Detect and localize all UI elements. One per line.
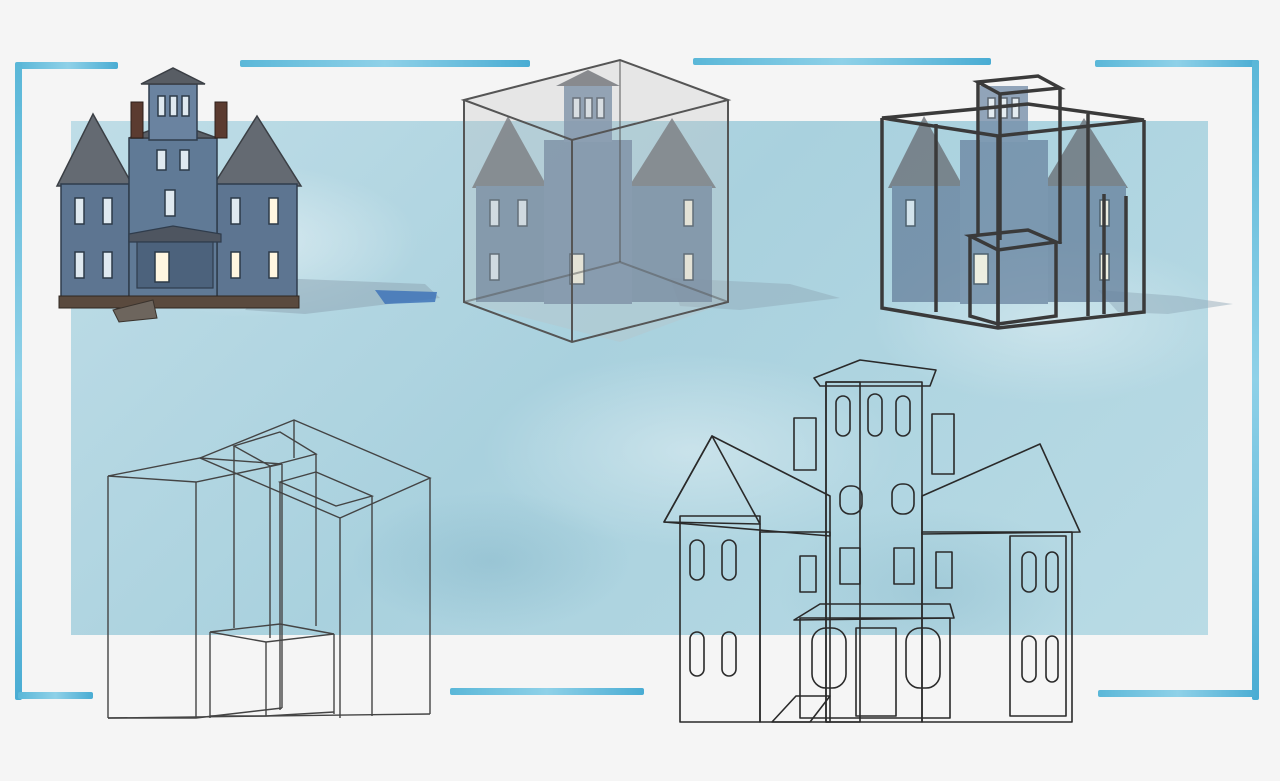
victorian-house-with-box-icon xyxy=(460,58,860,348)
victorian-house-with-blocks-icon xyxy=(878,58,1238,348)
victorian-house-sketch-icon xyxy=(660,356,1090,726)
frame-right xyxy=(1252,60,1259,700)
victorian-house-render-icon xyxy=(45,66,445,326)
frame-bottom-center xyxy=(450,688,644,695)
frame-bottom-left xyxy=(18,692,93,699)
frame-left xyxy=(15,62,22,700)
frame-bottom-right xyxy=(1098,690,1258,697)
wireframe-boxes-icon xyxy=(104,418,444,728)
